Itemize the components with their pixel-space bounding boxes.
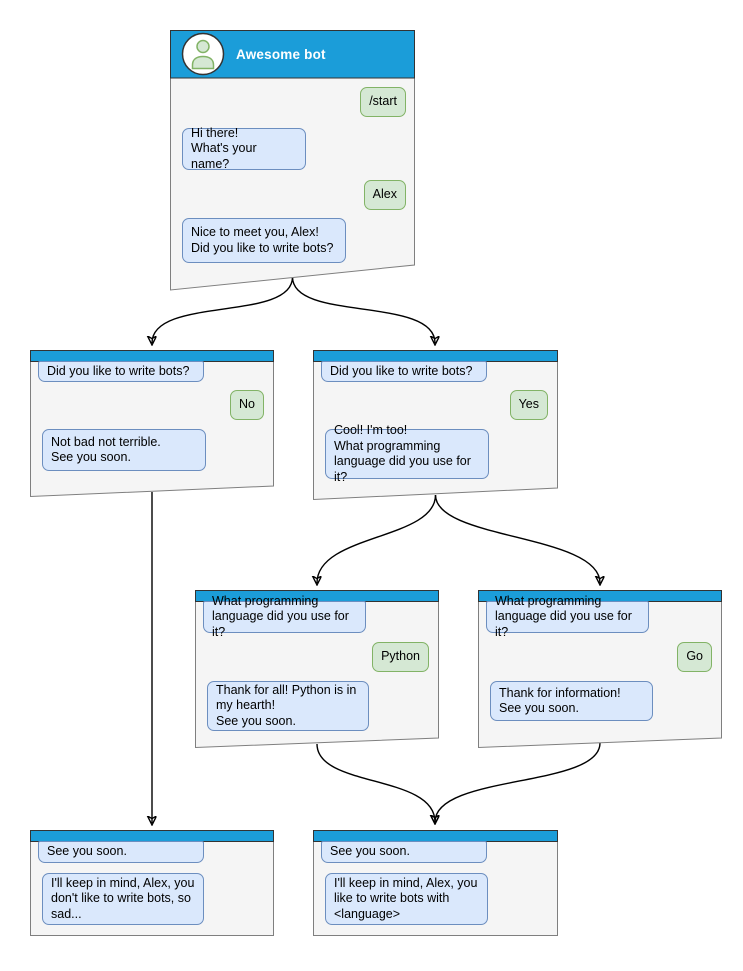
window-title: Awesome bot [236, 46, 326, 62]
person-icon [191, 39, 215, 70]
chat-window-end-yes: See you soon. I'll keep in mind, Alex, y… [313, 830, 558, 936]
edge-go-to-end-yes [435, 742, 601, 822]
chat-window-main: Awesome bot /start Hi there! What's your… [170, 30, 415, 291]
edge-yes-branch-to-go [434, 494, 601, 583]
user-message: Python [372, 642, 429, 672]
bot-message: Hi there! What's your name? [182, 126, 306, 171]
edge-main-to-no-branch [152, 276, 294, 343]
chat-window-no-branch: Did you like to write bots? No Not bad n… [30, 350, 274, 498]
chat-window-go-branch: What programming language did you use fo… [478, 590, 722, 749]
user-message: /start [360, 87, 406, 117]
edge-python-to-end-yes [316, 743, 435, 822]
user-message: Alex [363, 180, 406, 210]
bot-message: Thank for information! See you soon. [490, 681, 653, 721]
bot-message: Cool! I'm too! What programming language… [325, 423, 489, 484]
bot-message: Thank for all! Python is in my hearth! S… [207, 681, 369, 731]
bot-message: See you soon. [321, 841, 487, 863]
avatar [181, 32, 225, 76]
user-message: Go [677, 642, 712, 672]
user-message: No [230, 390, 264, 420]
bot-message: What programming language did you use fo… [203, 594, 366, 639]
bot-message: Did you like to write bots? [38, 361, 204, 382]
bot-message: I'll keep in mind, Alex, you like to wri… [325, 873, 488, 925]
window-header [30, 830, 274, 842]
window-header [313, 830, 558, 842]
bot-message: Nice to meet you, Alex! Did you like to … [182, 218, 346, 263]
edge-main-to-yes-branch [291, 276, 436, 343]
bot-message: I'll keep in mind, Alex, you don't like … [42, 873, 204, 925]
chat-window-end-no: See you soon. I'll keep in mind, Alex, y… [30, 830, 274, 936]
window-header [313, 350, 558, 362]
bot-message: What programming language did you use fo… [486, 594, 649, 639]
chat-window-yes-branch: Did you like to write bots? Yes Cool! I'… [313, 350, 558, 501]
bot-message: See you soon. [38, 841, 204, 863]
chat-window-python-branch: What programming language did you use fo… [195, 590, 439, 749]
window-header [30, 350, 274, 362]
bot-message: Not bad not terrible. See you soon. [42, 429, 206, 471]
bot-message: Did you like to write bots? [321, 361, 487, 382]
edge-yes-branch-to-python [317, 494, 437, 583]
user-message: Yes [509, 390, 548, 420]
